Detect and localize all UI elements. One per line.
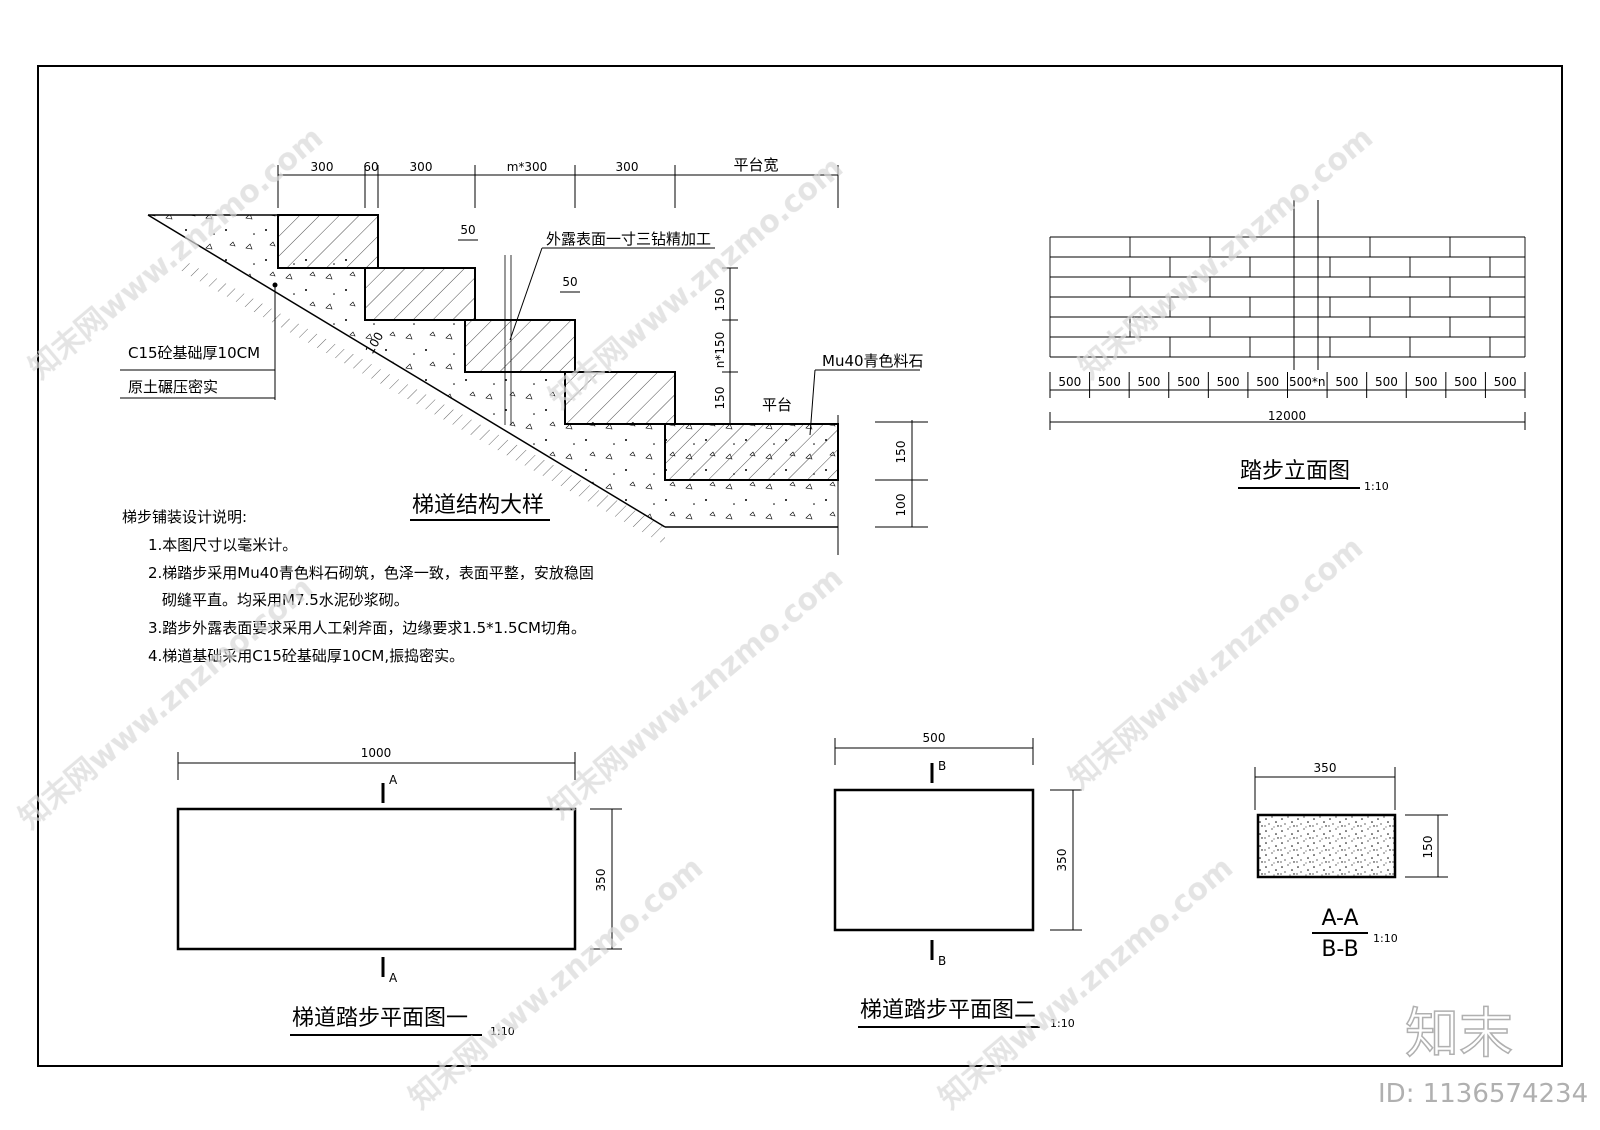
watermark-text: 知末网www.znzmo.com (1073, 120, 1380, 386)
plan1-section-mark-bottom: A (389, 971, 398, 985)
watermark-text: 知末网www.znzmo.com (13, 570, 320, 836)
section-scale: 1:10 (1373, 932, 1398, 945)
plan2-scale: 1:10 (1050, 1017, 1075, 1030)
elevation-dim-label: 500 (1217, 375, 1240, 389)
note-line-2: 2.梯踏步采用Mu40青色料石砌筑，色泽一致，表面平整，安放稳固 (148, 564, 594, 582)
note-line-5: 4.梯道基础采用C15砼基础厚10CM,振捣密实。 (148, 647, 464, 665)
watermark-text: 知末网www.znzmo.com (403, 850, 710, 1116)
section-height-dim: 150 (1421, 836, 1435, 859)
dim-side-stone: 150 (894, 441, 908, 464)
dim-50-b: 50 (562, 275, 577, 289)
stone-step-4 (564, 371, 676, 425)
stone-step-2 (364, 267, 476, 321)
plan1-step-outline (176, 807, 577, 951)
label-finish: 外露表面一寸三钻精加工 (546, 230, 711, 248)
dim-riser-n: n*150 (713, 332, 727, 369)
watermark-text: 知末网www.znzmo.com (543, 560, 850, 826)
section-title-bottom: B-B (1321, 937, 1358, 962)
elevation-dim-label: 500 (1415, 375, 1438, 389)
image-id-watermark: ID: 1136574234 (1378, 1079, 1588, 1109)
plan2-width-dim: 500 (923, 731, 946, 745)
dim-platform-width: 平台宽 (733, 156, 778, 174)
label-base: C15砼基础厚10CM (128, 344, 260, 362)
dim-side-base: 100 (894, 494, 908, 517)
step-section: 350 150 A-A B-B 1:10 (1254, 761, 1448, 962)
watermark-text: 知末网www.znzmo.com (1063, 530, 1370, 796)
dim-tread-1: 300 (311, 160, 334, 174)
watermark-text: 知末网www.znzmo.com (543, 150, 850, 416)
label-soil: 原土碾压密实 (128, 378, 218, 396)
section-width-dim: 350 (1314, 761, 1337, 775)
stair-structure-detail: 300 60 300 m*300 300 平台宽 50 50 100 外露表面一… (120, 156, 928, 555)
stair-plan-one: 1000 350 A A 梯道踏步平面图一 1:10 (176, 746, 622, 1038)
plan1-section-mark-top: A (389, 773, 398, 787)
elevation-scale: 1:10 (1364, 480, 1389, 493)
dim-riser-1: 150 (713, 289, 727, 312)
elevation-dim-label: 500 (1375, 375, 1398, 389)
elevation-dim-label: 500 (1098, 375, 1121, 389)
dim-riser-last: 150 (713, 387, 727, 410)
stair-detail-title: 梯道结构大样 (412, 493, 544, 518)
dim-overlap: 60 (363, 160, 378, 174)
dim-tread-2: 300 (410, 160, 433, 174)
elevation-dim-label: 500*n (1289, 375, 1326, 389)
dim-tread-m: m*300 (507, 160, 548, 174)
plan2-title: 梯道踏步平面图二 (860, 998, 1036, 1023)
plan2-step-outline (833, 788, 1035, 932)
design-notes: 梯步铺装设计说明: 1.本图尺寸以毫米计。 2.梯踏步采用Mu40青色料石砌筑，… (122, 508, 594, 665)
plan2-height-dim: 350 (1055, 849, 1069, 872)
elevation-dim-label: 500 (1454, 375, 1477, 389)
watermark-text: 知末网www.znzmo.com (933, 850, 1240, 1116)
dim-50-a: 50 (460, 223, 475, 237)
note-line-1: 1.本图尺寸以毫米计。 (148, 536, 297, 554)
note-line-4: 3.踏步外露表面要求采用人工剁斧面，边缘要求1.5*1.5CM切角。 (148, 619, 586, 637)
drawing-border (37, 65, 1563, 1067)
dim-tread-last: 300 (616, 160, 639, 174)
section-title-top: A-A (1321, 906, 1358, 931)
plan2-section-mark-bottom: B (938, 954, 946, 968)
plan1-width-dim: 1000 (361, 746, 392, 760)
plan1-height-dim: 350 (594, 869, 608, 892)
note-line-3: 砌缝平直。均采用M7.5水泥砂浆砌。 (162, 591, 409, 609)
elevation-dim-label: 500 (1177, 375, 1200, 389)
step-elevation: 500 500 500 500 500 500 500*n 500 500 500 500 500 1… (1049, 200, 1526, 493)
label-stone: Mu40青色料石 (822, 352, 924, 370)
plan2-section-mark-top: B (938, 759, 946, 773)
compacted-soil (180, 258, 665, 545)
stone-step-1 (277, 214, 379, 269)
elevation-dim-label: 500 (1256, 375, 1279, 389)
elevation-dim-label: 500 (1335, 375, 1358, 389)
stone-step-3 (464, 319, 576, 373)
label-platform: 平台 (762, 396, 792, 414)
section-stone (1256, 813, 1397, 879)
elevation-dim-label: 500 (1058, 375, 1081, 389)
plan1-title: 梯道踏步平面图一 (292, 1006, 468, 1031)
notes-heading: 梯步铺装设计说明: (122, 508, 247, 526)
stone-platform (664, 423, 839, 481)
elevation-dim-label: 500 (1138, 375, 1161, 389)
elevation-dim-label: 500 (1494, 375, 1517, 389)
brand-logo-watermark: 知末 (1405, 1002, 1513, 1065)
elevation-title: 踏步立面图 (1240, 459, 1350, 484)
plan1-scale: 1:10 (490, 1025, 515, 1038)
stair-plan-two: 500 350 B B 梯道踏步平面图二 1:10 (833, 731, 1082, 1030)
elevation-total-dim: 12000 (1268, 409, 1306, 423)
